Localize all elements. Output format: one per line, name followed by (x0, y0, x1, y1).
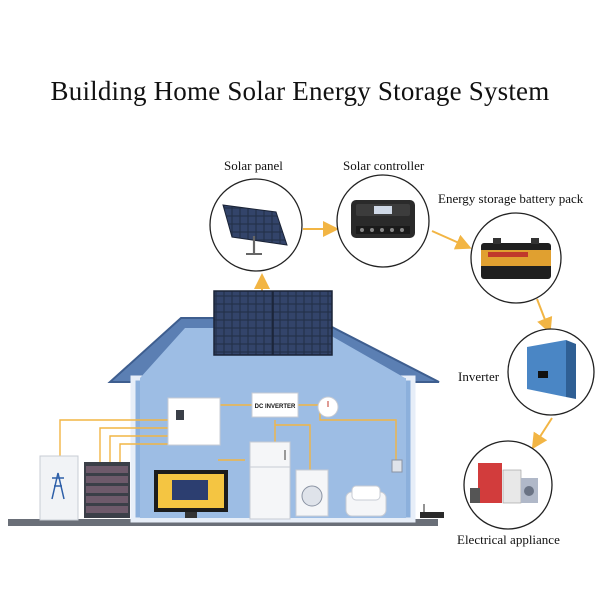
arrow-inverter-to-appliance (531, 417, 553, 450)
label-solar-controller: Solar controller (343, 158, 425, 173)
wall-outlet (391, 459, 403, 473)
wiring (59, 404, 397, 476)
dc-inverter-box (251, 392, 299, 418)
armchair (345, 485, 387, 517)
power-pylon (39, 455, 79, 521)
washing-machine (295, 469, 329, 517)
appliances-icon (470, 463, 538, 504)
dc-inverter-label: DC INVERTER (255, 404, 296, 410)
battery-icon (481, 238, 551, 279)
inverter-icon (527, 340, 576, 399)
diagram-title: Building Home Solar Energy Storage Syste… (50, 76, 550, 106)
television (154, 470, 228, 518)
arrow-battery-to-inverter (536, 298, 553, 334)
arrow-controller-to-battery (431, 230, 472, 250)
appliance-circle (463, 440, 553, 530)
solar-panel-circle (209, 178, 303, 272)
label-solar-panel: Solar panel (224, 158, 283, 173)
solar-panel-icon (222, 204, 288, 255)
label-electrical-appliance: Electrical appliance (457, 532, 560, 547)
wall-inverter (167, 397, 221, 446)
house: DC INVERTER (8, 290, 444, 526)
controller-icon (351, 200, 415, 238)
refrigerator (249, 441, 291, 520)
battery-pack-circle (470, 212, 562, 304)
router (420, 512, 444, 518)
battery-stack (84, 462, 130, 518)
label-inverter: Inverter (458, 369, 500, 384)
solar-controller-circle (336, 174, 430, 268)
inverter-circle (507, 328, 595, 416)
label-battery-pack: Energy storage battery pack (438, 191, 584, 206)
